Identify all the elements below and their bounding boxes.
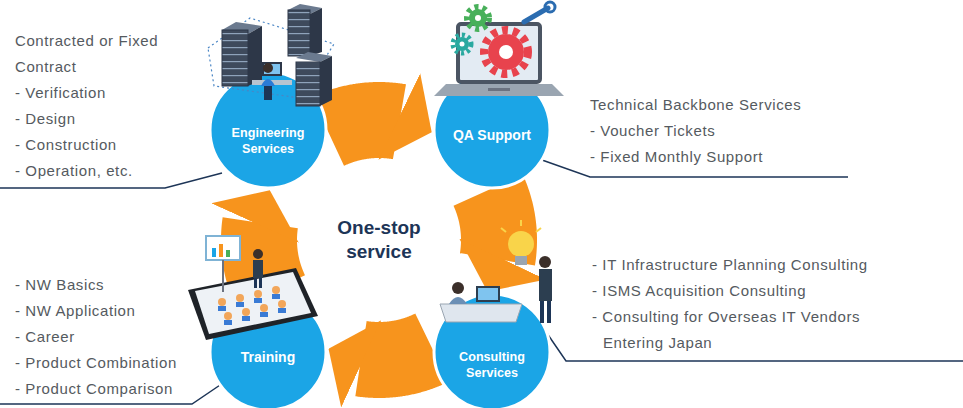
node-title: Consulting Services	[440, 350, 544, 381]
node-title: Training	[241, 349, 295, 367]
list-item: Contracted or Fixed Contract	[15, 28, 175, 80]
list-item: - NW Application	[15, 298, 135, 324]
list-item: - Voucher Tickets	[590, 118, 715, 144]
consulting-illustration	[440, 220, 552, 323]
list-item: - Operation, etc.	[15, 158, 133, 184]
node-title: Engineering Services	[216, 126, 320, 157]
node-text-box: Consulting Services	[432, 292, 552, 408]
node-title: One-stop service	[317, 216, 441, 264]
cycle-arrow	[487, 190, 499, 292]
cycle-arrow	[328, 120, 432, 132]
node-text-box: Engineering Services	[208, 70, 328, 190]
service-circle: Engineering Services	[208, 70, 328, 190]
cycle-arrow	[329, 348, 432, 360]
list-item: - IT Infrastructure Planning Consulting	[592, 252, 868, 278]
list-item: - ISMS Acquisition Consulting	[592, 278, 806, 304]
list-item: - Fixed Monthly Support	[590, 144, 763, 170]
circle-outline	[299, 160, 459, 320]
training-illustration	[188, 236, 318, 340]
node-text-box: One-stop service	[299, 160, 459, 320]
cycle-arrow	[259, 190, 271, 291]
circle-shape	[434, 294, 550, 408]
list-item: - Career	[15, 324, 75, 350]
service-circle: Training	[208, 292, 328, 408]
hub-circle: One-stop service	[299, 160, 459, 320]
node-title: QA Support	[453, 127, 531, 145]
list-item: - NW Basics	[15, 272, 104, 298]
service-circle: Consulting Services	[432, 292, 552, 408]
circle-shape	[434, 72, 550, 188]
list-item: - Product Comparison	[15, 376, 173, 402]
node-text-box: QA Support	[432, 70, 552, 190]
list-item: Technical Backbone Services	[590, 92, 801, 118]
list-item: - Product Combination	[15, 350, 177, 376]
laptop-gears-illustration	[434, 2, 564, 96]
circle-shape	[210, 294, 326, 408]
server-illustration	[208, 4, 334, 106]
circle-outline	[432, 292, 552, 408]
list-item: - Consulting for Overseas IT Vendors Ent…	[592, 304, 903, 356]
service-circle: QA Support	[432, 70, 552, 190]
list-item: - Design	[15, 106, 76, 132]
list-item: - Construction	[15, 132, 117, 158]
list-item: - Verification	[15, 80, 106, 106]
circle-shape	[301, 162, 457, 318]
circle-shape	[210, 72, 326, 188]
node-text-box: Training	[208, 292, 328, 408]
